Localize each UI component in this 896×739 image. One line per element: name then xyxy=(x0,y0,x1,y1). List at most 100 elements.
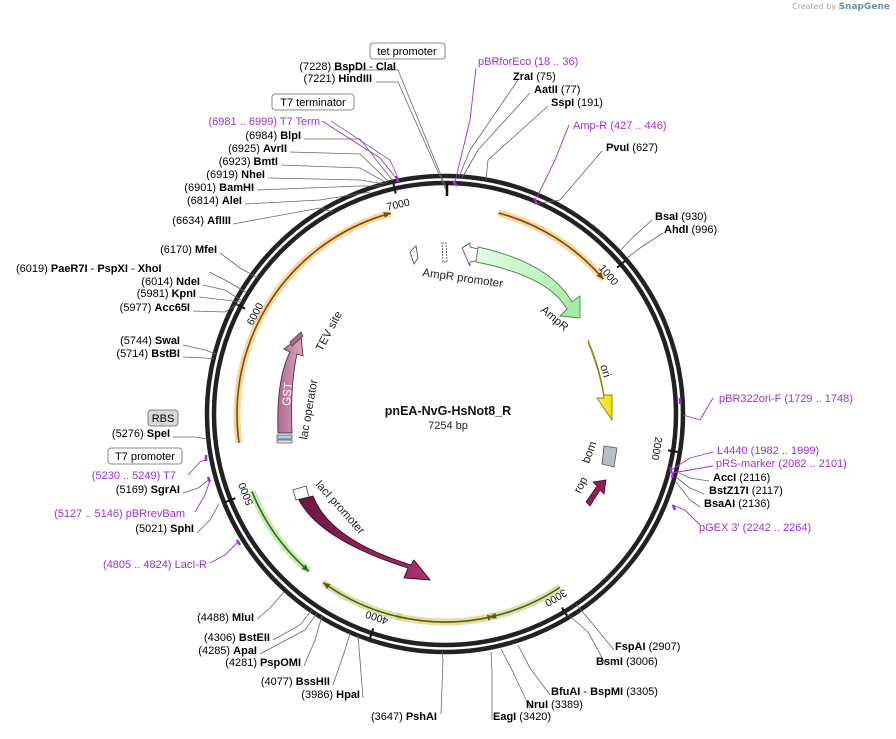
primer-name: T7 Term xyxy=(280,116,320,128)
feature-rop xyxy=(585,479,607,507)
primer-range: (4805 .. 4824) xyxy=(103,559,175,571)
primer-pgex-3-: pGEX 3' (2242 .. 2264) xyxy=(699,522,811,534)
site-pos: (3006) xyxy=(623,656,658,668)
site-hpai: (3986) HpaI xyxy=(301,689,360,701)
primer-l4440: L4440 (1982 .. 1999) xyxy=(717,445,819,457)
site-hindiii: (7221) HindIII xyxy=(304,73,372,85)
site-pos: (2136) xyxy=(735,498,770,510)
site-mfei: (6170) MfeI xyxy=(160,244,217,256)
arc-bla xyxy=(498,212,605,280)
primer-name: pBR322ori-F xyxy=(719,393,782,405)
primer-pbr322ori-f: pBR322ori-F (1729 .. 1748) xyxy=(719,393,853,405)
brand-name: SnapGene xyxy=(838,2,890,12)
site-pos: (6014) xyxy=(141,276,176,288)
label-tev-site: TEV site xyxy=(314,309,345,353)
snapgene-brand: Created by SnapGene xyxy=(792,2,890,12)
tick-label: 7000 xyxy=(386,197,412,214)
restriction-sites-left: (7228) BspDI - ClaI(7221) HindIII(6984) … xyxy=(16,61,437,723)
site-pos: (2116) xyxy=(736,472,770,484)
arc-gst-cds xyxy=(236,212,392,443)
arc-green-b-glow xyxy=(321,579,403,621)
site-name: BfuAI xyxy=(551,686,580,698)
label-rop: rop xyxy=(572,475,590,495)
primer-name: T7 xyxy=(163,470,176,482)
site-pos: (2907) xyxy=(646,641,681,653)
svg-text:RBS: RBS xyxy=(152,413,175,425)
arc-bla-head xyxy=(596,271,604,280)
site-pos: (6925) xyxy=(228,143,263,155)
site-name-2: PspXI xyxy=(97,263,128,275)
arc-green-c xyxy=(251,491,310,572)
site-name: BsmI xyxy=(596,656,623,668)
site-paer7i: (6019) PaeR7I - PspXI - XhoI xyxy=(16,263,162,275)
site-name: AccI xyxy=(713,472,736,484)
site-pos: (3305) xyxy=(623,686,658,698)
tick-mark xyxy=(667,449,679,453)
site-name-2: ClaI xyxy=(376,61,396,73)
site-kpni: (5981) KpnI xyxy=(137,288,196,300)
backbone xyxy=(204,173,686,655)
site-pos: (7221) xyxy=(304,73,339,85)
site-name: PaeR7I xyxy=(51,263,88,275)
box-t7-promoter: T7 promoter xyxy=(107,447,183,465)
brand-prefix: Created by xyxy=(792,2,837,11)
primer-range: (5230 .. 5249) xyxy=(92,470,163,482)
site-name: BssHII xyxy=(296,676,330,688)
arc-rop xyxy=(396,615,495,623)
box-rbs: RBS xyxy=(147,409,179,427)
site-name: SpeI xyxy=(147,428,170,440)
site-swai: (5744) SwaI xyxy=(120,335,180,347)
svg-text:tet promoter: tet promoter xyxy=(377,46,437,58)
site-name: BsaAI xyxy=(704,498,735,510)
site-pos: (5977) xyxy=(120,302,155,314)
site-bfuai: BfuAI - BspMI (3305) xyxy=(551,686,658,698)
site-pos: (191) xyxy=(574,97,603,109)
site-pos: (6634) xyxy=(172,215,207,227)
primer-name: LacI-R xyxy=(175,559,207,571)
site-pos: (7228) xyxy=(299,61,334,73)
site-name: AvrII xyxy=(263,143,287,155)
tick-label: 2000 xyxy=(649,436,665,461)
tick-mark xyxy=(616,260,626,269)
site-pvui: PvuI (627) xyxy=(606,142,658,154)
svg-text:T7 terminator: T7 terminator xyxy=(280,97,346,109)
label-gst: GST xyxy=(281,382,295,407)
site-sphi: (5021) SphI xyxy=(135,523,194,535)
site-bspdi: (7228) BspDI - ClaI xyxy=(299,61,396,73)
site-fspai: FspAI (2907) xyxy=(615,641,680,653)
site-name: AatII xyxy=(534,84,558,96)
site-sspi: SspI (191) xyxy=(551,97,603,109)
site-zrai: ZraI (75) xyxy=(513,71,556,83)
primer-range: (5127 .. 5146) xyxy=(54,508,126,520)
site-alei: (6814) AleI xyxy=(187,195,242,207)
site-pos: (6984) xyxy=(245,130,280,142)
site-bstz17i: BstZ17I (2117) xyxy=(709,485,783,497)
site-pos: (6901) xyxy=(184,182,219,194)
site-name: NheI xyxy=(241,169,265,181)
site-name: PspOMI xyxy=(260,657,301,669)
site-acc65i: (5977) Acc65I xyxy=(120,302,190,314)
site-pos: (6170) xyxy=(160,244,195,256)
primer-prs-marker: pRS-marker (2082 .. 2101) xyxy=(716,458,847,470)
site-bsteii: (4306) BstEII xyxy=(204,632,270,644)
site-aatii: AatII (77) xyxy=(534,84,580,96)
primer-t7: (5230 .. 5249) T7 xyxy=(92,470,176,482)
site-name: BstZ17I xyxy=(709,485,749,497)
restriction-sites-right: ZraI (75)AatII (77)SspI (191) PvuI (627) B… xyxy=(493,71,783,723)
site-mlui: (4488) MluI xyxy=(197,612,254,624)
site-ndei: (6014) NdeI xyxy=(141,276,200,288)
site-ahdi: AhdI (996) xyxy=(664,224,717,236)
site-pos: (6919) xyxy=(206,169,241,181)
arc-gst-cds-head xyxy=(383,212,391,218)
tick-mark xyxy=(235,303,246,310)
site-pos: (4077) xyxy=(261,676,296,688)
site-pshai: (3647) PshAI xyxy=(371,711,437,723)
label-laci-promoter: lacI promoter xyxy=(313,479,367,537)
feature-lac-operator xyxy=(276,434,293,444)
primer-name: pBRforEco xyxy=(478,56,531,68)
leader-lines xyxy=(173,69,710,720)
primer-pbrforeco: pBRforEco (18 .. 36) xyxy=(478,56,578,68)
feature-ori xyxy=(587,339,613,422)
feature-tev-site xyxy=(289,331,304,347)
